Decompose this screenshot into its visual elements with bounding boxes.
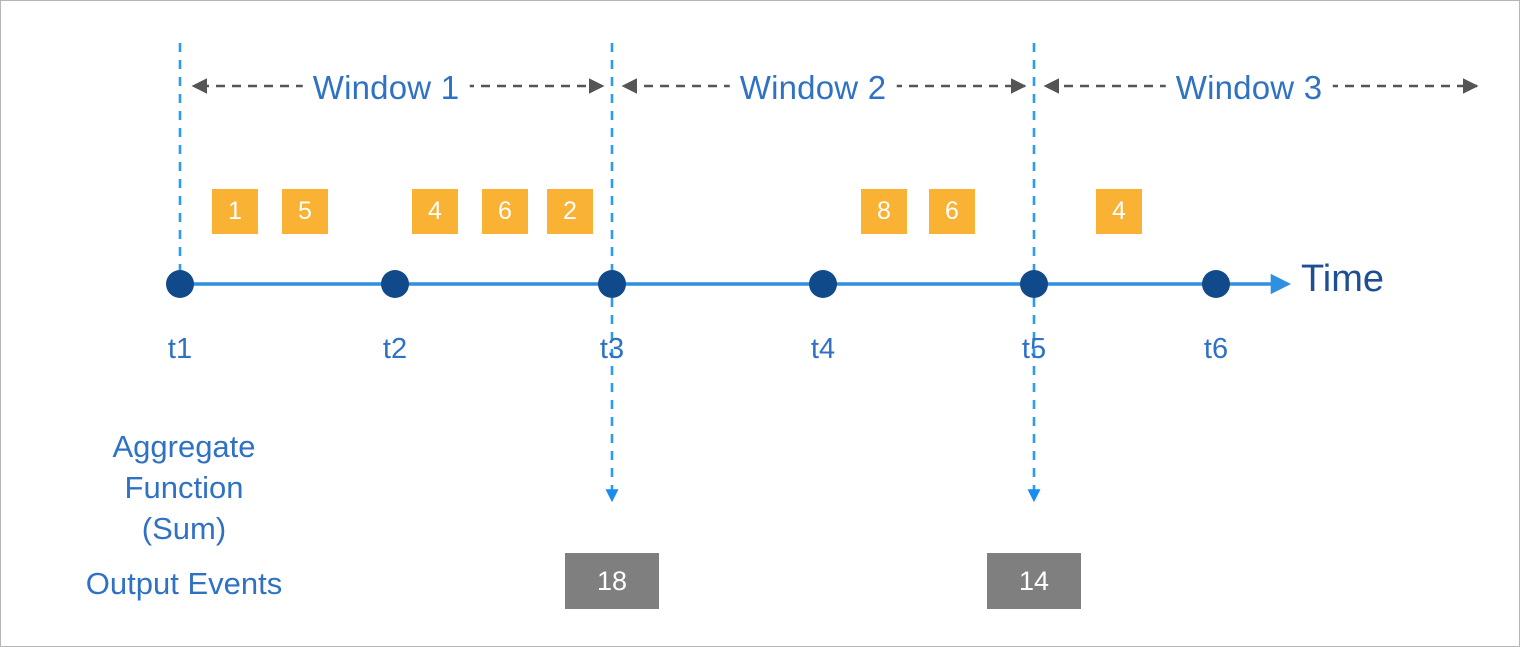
- timeline-dot-t2: [381, 270, 409, 298]
- output-event-box: 18: [565, 553, 659, 609]
- event-box: 8: [861, 189, 907, 234]
- output-event-box: 14: [987, 553, 1081, 609]
- time-tick-label-t5: t5: [1021, 333, 1047, 365]
- time-tick-label-t3: t3: [599, 333, 625, 365]
- time-tick-label-t1: t1: [167, 333, 193, 365]
- timeline-dot-t6: [1202, 270, 1230, 298]
- output-events-label: Output Events: [85, 566, 283, 601]
- timeline-dot-t4: [809, 270, 837, 298]
- event-box: 5: [282, 189, 328, 234]
- time-axis-label: Time: [1301, 258, 1385, 300]
- time-tick-label-t2: t2: [382, 333, 408, 365]
- event-box: 6: [929, 189, 975, 234]
- time-tick-label-t4: t4: [810, 333, 836, 365]
- timeline-dot-t3: [598, 270, 626, 298]
- timeline-dot-t1: [166, 270, 194, 298]
- event-box: 2: [547, 189, 593, 234]
- window-1-label: Window 1: [302, 69, 470, 107]
- event-box: 4: [1096, 189, 1142, 234]
- event-box: 4: [412, 189, 458, 234]
- window-2-label: Window 2: [729, 69, 897, 107]
- time-tick-label-t6: t6: [1203, 333, 1229, 365]
- event-box: 6: [482, 189, 528, 234]
- window-3-label: Window 3: [1165, 69, 1333, 107]
- timeline-dot-t5: [1020, 270, 1048, 298]
- aggregate-function-label: Aggregate Function (Sum): [112, 429, 256, 546]
- event-box: 1: [212, 189, 258, 234]
